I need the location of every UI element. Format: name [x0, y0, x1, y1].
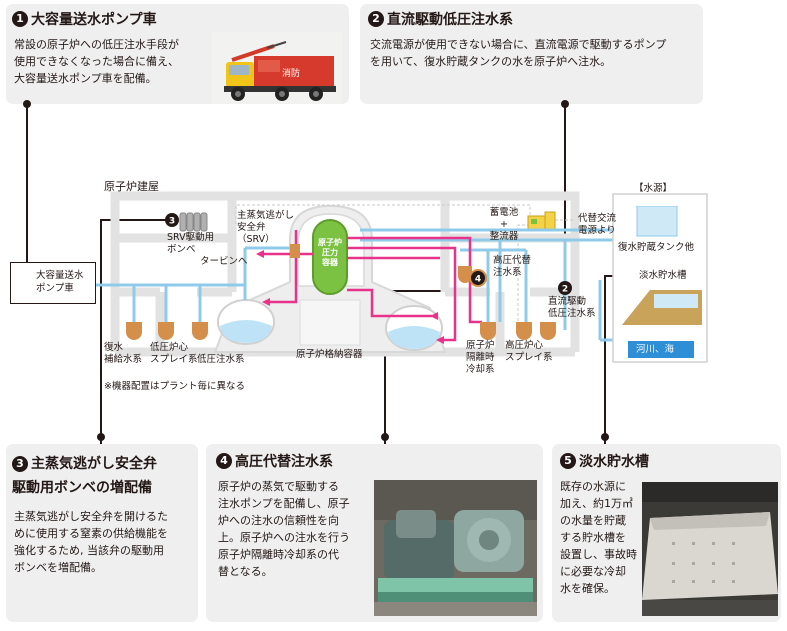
battery-label: 蓄電池 + 整流器 [489, 207, 519, 242]
svg-text:2: 2 [562, 285, 568, 295]
river-label: 河川、海 [636, 344, 675, 355]
battery-icon [527, 211, 556, 230]
hp-alt-label: 高圧代替 注水系 [493, 255, 532, 278]
note-text: ※機器配置はプラント毎に異なる [104, 381, 245, 392]
pump-icon [458, 266, 472, 283]
to-turbine-label: タービンへ [200, 256, 248, 267]
freshwater-tank-label: 淡水貯水槽 [639, 270, 687, 281]
srv-cylinder-label: SRV駆動用 ボンベ [167, 232, 215, 255]
pump-icon [126, 322, 142, 340]
hp-pump-photo [374, 480, 537, 616]
svg-text:4: 4 [475, 275, 481, 285]
left-system-label: 低圧注水系 [197, 354, 245, 365]
svg-text:3: 3 [169, 217, 175, 227]
pump-icon [192, 322, 208, 340]
card-freshwater-tank-text: 既存の水源に 加え、約1万㎥ の水量を貯蔵 する貯水槽を 設置し、事故時 に必要… [560, 480, 637, 595]
card-dc-low-pressure-text: 交流電源が使用できない場合に、直流電源で駆動するポンプ を用いて、復水貯蔵タンク… [370, 38, 667, 68]
pump-icon [540, 322, 556, 340]
water-source-panel [612, 193, 708, 363]
water-source-label: 【水源】 [634, 183, 673, 194]
pump-truck-box: 大容量送水 ポンプ車 [10, 262, 96, 304]
srv-cylinder-icon [179, 212, 208, 232]
right-system-label: 高圧炉心 スプレイ系 [505, 340, 553, 363]
pump-truck-photo: 消防 [212, 32, 342, 104]
number-badge: 1 [12, 11, 28, 27]
card-srv-cylinder-text: 主蒸気逃がし安全弁を開けるた めに使用する窒素の供給機能を 強化するため, 当該… [14, 510, 168, 574]
number-badge: 3 [12, 456, 28, 472]
left-system-label: 復水 補給水系 [104, 342, 143, 365]
alt-ac-label: 代替交流 電源より [578, 213, 617, 236]
card-hp-alt-injection-text: 原子炉の蒸気で駆動する 注水ポンプを配備し、原子 炉への注水の信頼性を向 上。原… [218, 480, 350, 578]
rpv-label: 原子炉 圧力 容器 [318, 238, 342, 267]
card-pump-truck-text: 常設の原子炉への低圧注水手段が 使用できなくなった場合に備え、 大容量送水ポンプ… [14, 38, 179, 85]
pump-icon [158, 322, 174, 340]
number-badge: 4 [216, 453, 232, 469]
pump-icon [516, 322, 532, 340]
steam-arrows [256, 250, 444, 344]
pump-icons [126, 266, 556, 340]
building-label: 原子炉建屋 [104, 180, 159, 193]
number-badge: 5 [560, 453, 576, 469]
number-badge: 2 [368, 11, 384, 27]
left-system-label: 低圧炉心 スプレイ系 [150, 342, 198, 365]
leader-line-3 [100, 219, 171, 444]
freshwater-tank-photo [642, 482, 778, 616]
tank-label: 復水貯蔵タンク他 [618, 242, 695, 253]
pcv-label: 原子炉格納容器 [296, 349, 363, 360]
right-system-label: 原子炉 隔離時 冷却系 [466, 340, 495, 375]
srv-valve-icon [290, 244, 300, 258]
svg-text:消防: 消防 [282, 67, 300, 79]
pump-icon [480, 322, 496, 340]
dc-lp-label: 直流駆動 低圧注水系 [548, 296, 596, 319]
srv-label: 主蒸気逃がし 安全弁 （SRV） [237, 210, 295, 245]
